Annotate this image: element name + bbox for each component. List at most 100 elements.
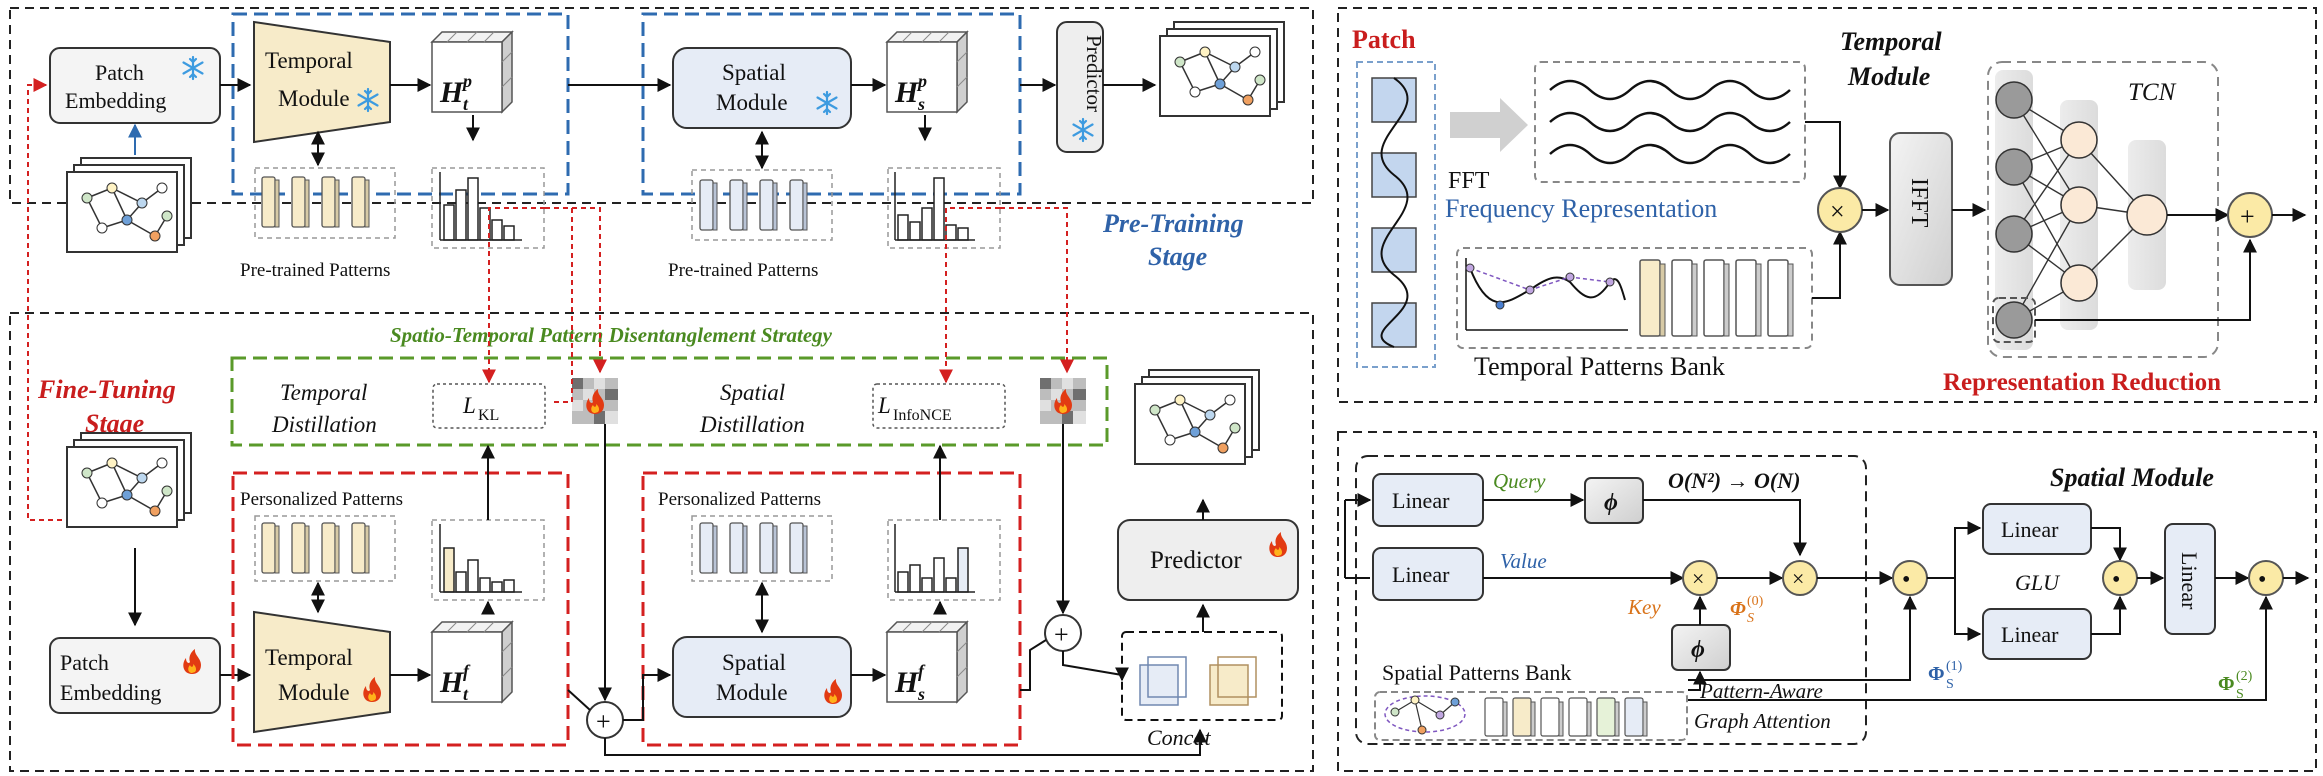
concat-box	[1121, 631, 1283, 721]
temporal-bank-cylinders	[1639, 259, 1794, 337]
pretraining-panel-border	[9, 7, 1314, 204]
phi-s0-sup: (0)	[1747, 594, 1764, 609]
spatial-detail-panel: Spatial Module Linear Query ϕ O(N²) → O(…	[1337, 431, 2317, 772]
fft-arrow	[1450, 98, 1528, 152]
spatial-distillation-1: Spatial	[720, 380, 785, 405]
h-t-f-symbol: H	[439, 666, 465, 699]
spatial-finetune-box	[641, 471, 1022, 747]
temporal-module-ft-label-1: Temporal	[265, 645, 353, 670]
complexity-label: O(N²) → O(N)	[1668, 468, 1800, 493]
times-kv: ×	[1692, 566, 1704, 591]
finetuning-stage-label-1: Fine-Tuning	[37, 375, 176, 404]
patch-title: Patch	[1352, 25, 1416, 54]
temporal-hist-box	[431, 167, 545, 249]
key-label: Key	[1627, 595, 1661, 619]
temporal-hist	[439, 172, 522, 241]
predictor-pretrain	[1056, 21, 1104, 153]
h-s-f-sub: s	[917, 684, 925, 704]
finetuning-panel: Spatio-Temporal Pattern Disentanglement …	[9, 78, 1314, 772]
phi-s2-sub: S	[2236, 687, 2244, 702]
temporal-personal-patterns	[254, 515, 396, 582]
spatial-distillation-2: Distillation	[699, 412, 805, 437]
value-label: Value	[1500, 549, 1547, 573]
patch-column	[1356, 61, 1436, 368]
predictor-ft-label: Predictor	[1150, 547, 1242, 574]
heatmap-temporal	[572, 378, 618, 424]
h-t-f-sup: f	[463, 661, 471, 681]
phi-s0: Φ	[1730, 598, 1746, 620]
linear-value	[1372, 547, 1484, 601]
spatial-module-ft-label-1: Spatial	[722, 650, 786, 675]
frequency-waves	[1549, 79, 1791, 165]
loss-kl: L	[462, 393, 476, 418]
patch-blocks	[1371, 77, 1417, 348]
concat-label: Concat	[1147, 725, 1211, 750]
temporal-module-pretrain	[253, 20, 391, 144]
temporal-detail-panel: Patch FFT Frequency Representation	[1337, 7, 2317, 403]
loss-kl-sub: KL	[478, 407, 499, 424]
temporal-module-ft	[253, 610, 391, 734]
h-s-p-sub: s	[917, 94, 925, 114]
temporal-module-label-1: Temporal	[265, 48, 353, 73]
h-t-f-sub: t	[463, 684, 469, 704]
phi-s1-sup: (1)	[1946, 659, 1963, 674]
temporal-pretrain-box	[231, 12, 570, 196]
pretrained-patterns-label: Pre-trained Patterns	[240, 260, 390, 281]
spatial-hist	[894, 172, 975, 241]
dot-2-sym: •	[2112, 567, 2120, 593]
glu-linear-1-label: Linear	[2001, 517, 2059, 542]
temporal-hist-ft	[439, 524, 522, 593]
h-s-p-symbol: H	[894, 76, 920, 109]
spatial-module-label-1: Spatial	[722, 60, 786, 85]
spatial-hist-box	[887, 167, 1001, 249]
glu-linear-2-label: Linear	[2001, 622, 2059, 647]
infonce-connector	[939, 207, 1000, 384]
kl-connector	[545, 207, 573, 403]
predictor-ft	[1117, 519, 1299, 601]
h-t-p-sub: t	[463, 94, 469, 114]
spatial-module-ft-label-2: Module	[716, 680, 788, 705]
frequency-representation-label: Frequency Representation	[1445, 194, 1717, 223]
phi-s1: Φ	[1928, 663, 1945, 685]
temporal-detail-border	[1337, 7, 2317, 403]
temporal-module-title-2: Module	[1847, 62, 1930, 91]
temporal-module-label-2: Module	[278, 86, 350, 111]
output-graph-icon	[1159, 21, 1285, 117]
tcn-label: TCN	[2128, 79, 2177, 106]
spatial-module-ft	[672, 636, 852, 718]
linear-query-label: Linear	[1392, 488, 1450, 513]
h-s-p-sup: p	[916, 71, 927, 91]
linear-value-label: Linear	[1392, 562, 1450, 587]
phi-s1-sub: S	[1946, 677, 1954, 692]
spatial-bank-graph	[1384, 695, 1466, 735]
loss-infonce-sub: InfoNCE	[893, 407, 952, 424]
output-graph-icon-ft	[1134, 369, 1260, 465]
disentanglement-box	[230, 356, 1109, 447]
temporal-distillation-2: Distillation	[271, 412, 377, 437]
heatmap-spatial	[1040, 378, 1086, 424]
pattern-aware-attention-box	[1355, 455, 1867, 745]
personalized-patterns-label-t: Personalized Patterns	[240, 489, 403, 510]
output-linear-label: Linear	[2177, 552, 2202, 610]
loss-kl-box	[432, 383, 546, 429]
pretraining-panel: Patch Embedding Temporal Module H p t Pr…	[9, 7, 1314, 281]
loss-infonce: L	[877, 393, 891, 418]
spatial-module-label-2: Module	[716, 90, 788, 115]
plus-2: +	[1054, 620, 1069, 649]
concat-cube-blue	[1139, 656, 1187, 706]
spatial-personal-patterns	[691, 515, 833, 582]
dot-1-sym: •	[1902, 567, 1910, 593]
phi-s2-sup: (2)	[2236, 669, 2253, 684]
h-s-f-symbol: H	[894, 666, 920, 699]
patch-embedding-label-1: Patch	[95, 60, 144, 85]
pretraining-stage-label-2: Stage	[1148, 242, 1207, 271]
query-label: Query	[1493, 469, 1546, 493]
tcn-plus: +	[2240, 202, 2255, 231]
pretrained-patterns-label-spatial: Pre-trained Patterns	[668, 260, 818, 281]
plus-1: +	[596, 707, 611, 736]
spatial-module-pretrain	[672, 47, 852, 129]
finetuning-panel-border	[9, 312, 1314, 772]
spatial-hist-ft-box	[887, 519, 1001, 601]
representation-reduction-label: Representation Reduction	[1943, 369, 2221, 396]
